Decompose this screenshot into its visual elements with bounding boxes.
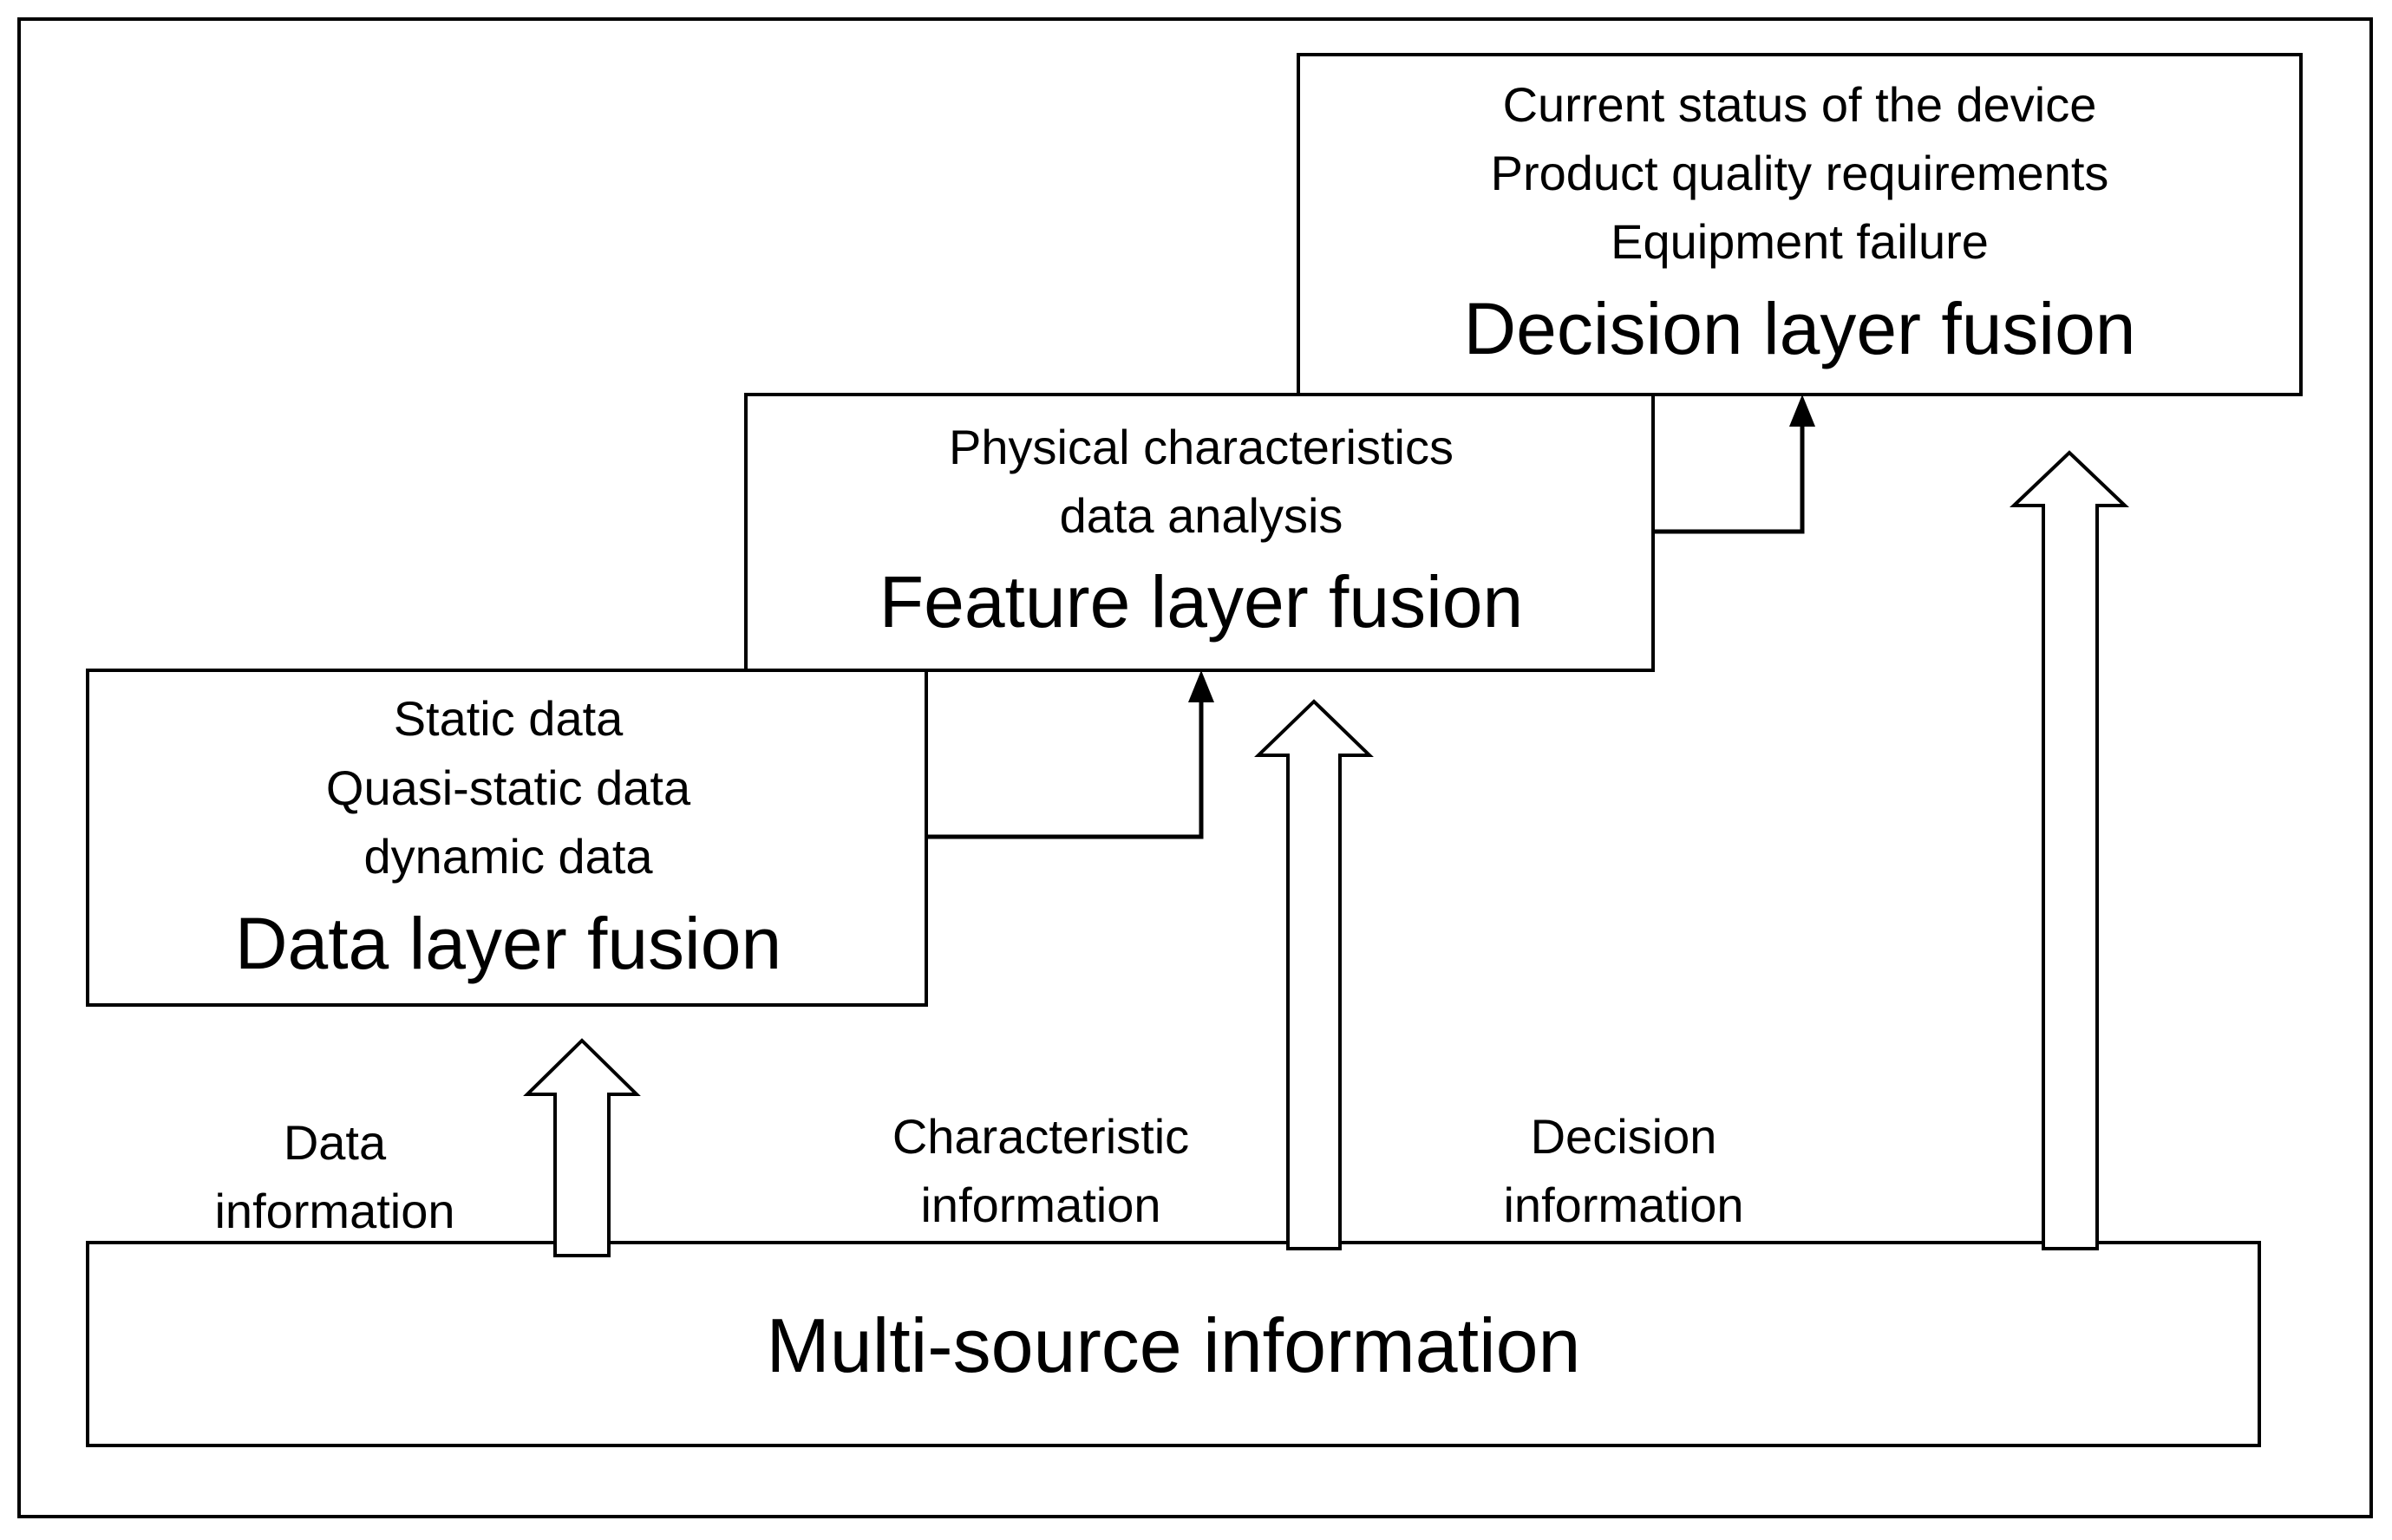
hollow-arrow-data (523, 1038, 641, 1257)
decision-layer-title: Decision layer fusion (1463, 288, 2135, 369)
decision-line-3: Equipment failure (1611, 214, 1989, 269)
decision-line-1: Current status of the device (1503, 77, 2097, 132)
svg-text:Decision: Decision (1531, 1109, 1717, 1164)
feature-layer-title: Feature layer fusion (879, 561, 1523, 643)
svg-text:information: information (920, 1178, 1160, 1232)
data-line-3: dynamic data (363, 829, 653, 884)
data-line-1: Static data (394, 691, 624, 746)
svg-text:information: information (214, 1184, 454, 1238)
svg-text:Characteristic: Characteristic (892, 1109, 1189, 1164)
multi-source-title: Multi-source information (767, 1302, 1581, 1388)
svg-text:information: information (1503, 1178, 1743, 1232)
feature-layer-box: Physical characteristics data analysis F… (744, 393, 1655, 672)
data-line-2: Quasi-static data (326, 760, 691, 815)
feature-line-2: data analysis (1060, 488, 1343, 543)
connector-feature-to-decision (1653, 395, 1815, 534)
label-data-information: Data information (214, 1115, 454, 1238)
data-layer-title: Data layer fusion (235, 903, 781, 984)
hollow-arrow-decision (2010, 450, 2129, 1250)
svg-text:Data: Data (284, 1115, 387, 1170)
data-layer-box: Static data Quasi-static data dynamic da… (86, 669, 928, 1007)
decision-line-2: Product quality requirements (1491, 146, 2109, 200)
label-decision-information: Decision information (1503, 1109, 1743, 1232)
feature-line-1: Physical characteristics (949, 420, 1454, 474)
hollow-arrow-characteristic (1254, 699, 1374, 1250)
label-characteristic-information: Characteristic information (892, 1109, 1189, 1232)
multi-source-box: Multi-source information (86, 1241, 2261, 1447)
connector-data-to-feature (926, 670, 1214, 839)
outer-frame (17, 17, 2373, 1518)
decision-layer-box: Current status of the device Product qua… (1297, 53, 2303, 396)
